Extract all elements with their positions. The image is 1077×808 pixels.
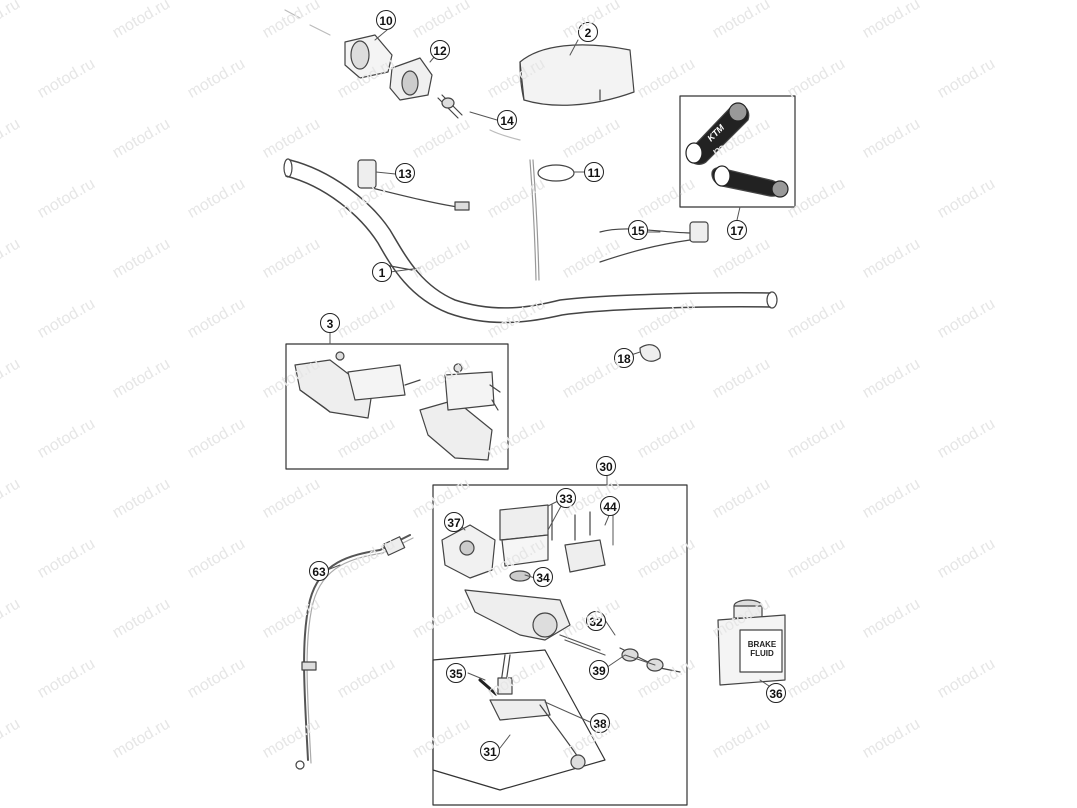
callout-37: 37 [444,512,464,532]
master-cylinder-box [432,484,688,806]
callout-10: 10 [376,10,396,30]
part-36-brake-fluid [717,599,786,686]
callout-39: 39 [589,660,609,680]
callout-36: 36 [766,683,786,703]
callout-31: 31 [480,741,500,761]
part-2-pad [519,44,635,106]
callout-15: 15 [628,220,648,240]
callout-35: 35 [446,663,466,683]
part-15-switch [599,221,709,263]
callout-1: 1 [372,262,392,282]
callout-12: 12 [430,40,450,60]
callout-44: 44 [600,496,620,516]
brake-fluid-label: BRAKE FLUID [747,640,777,658]
part-14-screw [437,94,521,141]
callout-63: 63 [309,561,329,581]
part-18-clip [639,344,661,362]
callout-18: 18 [614,348,634,368]
lever-subbox [432,649,606,791]
part-63-cable [295,534,414,770]
callout-14: 14 [497,110,517,130]
callout-34: 34 [533,567,553,587]
callout-17: 17 [727,220,747,240]
callout-2: 2 [578,22,598,42]
part-13-switch [357,159,470,211]
part-10-clamp [284,9,393,79]
handguard-box [285,343,509,470]
callout-13: 13 [395,163,415,183]
part-17-grips [685,102,789,198]
callout-11: 11 [584,162,604,182]
callout-3: 3 [320,313,340,333]
part-12-cover [389,57,433,101]
callout-32: 32 [586,611,606,631]
master-cylinder-parts [441,504,681,770]
callout-38: 38 [590,713,610,733]
callout-33: 33 [556,488,576,508]
part-3-handguards [294,351,501,461]
callout-30: 30 [596,456,616,476]
part-11-oring [529,159,575,281]
grip-box [679,95,796,208]
